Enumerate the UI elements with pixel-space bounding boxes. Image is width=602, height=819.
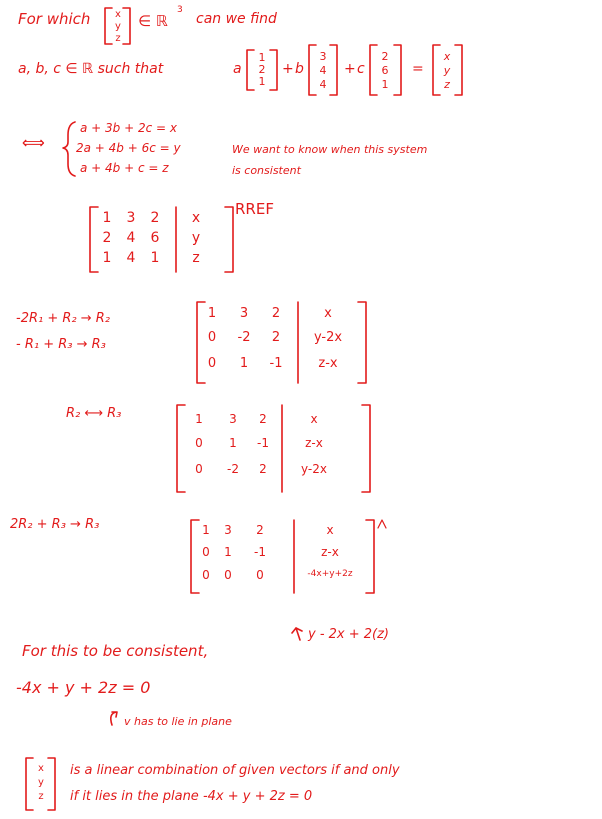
coef-a: a xyxy=(233,61,242,77)
arrow-note: y - 2x + 2(z) xyxy=(308,627,390,642)
scalars-line: a, b, c ∈ ℝ such that xyxy=(18,61,164,77)
row-swap: R₂ ⟷ R₃ xyxy=(66,406,122,421)
matrix-step-1: 1 3 2 x 0 -2 2 y-2x 0 1 -1 z-x xyxy=(207,306,343,371)
in-r: ∈ ℝ xyxy=(138,12,168,30)
equation-3: a + 4b + c = z xyxy=(80,161,169,175)
header-prefix: For which xyxy=(18,10,91,28)
row-op-3: 2R₂ + R₃ → R₃ xyxy=(10,517,100,532)
augmented-matrix: 1 3 2 x 2 4 6 y 1 4 1 z xyxy=(102,210,201,266)
note-line-2: is consistent xyxy=(232,164,301,177)
iff-symbol: ⟺ xyxy=(22,133,45,152)
plane-note: v has to lie in plane xyxy=(124,715,232,728)
note-line-1: We want to know when this system xyxy=(232,143,428,156)
bracket xyxy=(122,7,131,45)
equation-1: a + 3b + 2c = x xyxy=(80,121,177,135)
equation-2: 2a + 4b + 6c = y xyxy=(76,141,181,155)
plane-equation: -4x + y + 2z = 0 xyxy=(16,678,151,697)
conclusion-line-1: is a linear combination of given vectors… xyxy=(70,763,400,778)
rref-label: RREF xyxy=(235,200,274,218)
row-op-2: - R₁ + R₃ → R₃ xyxy=(16,337,106,352)
exponent: 3 xyxy=(177,5,183,15)
header-suffix: can we find xyxy=(196,11,277,27)
equals: = xyxy=(412,61,424,77)
row-op-1: -2R₁ + R₂ → R₂ xyxy=(16,311,111,326)
plus: + xyxy=(282,61,294,77)
conclusion-line-2: if it lies in the plane -4x + y + 2z = 0 xyxy=(70,789,313,804)
matrix-step-2: 1 3 2 x 0 1 -1 z-x 0 -2 2 y-2x xyxy=(195,412,327,476)
bracket xyxy=(104,7,113,45)
matrix-step-3: 1 3 2 x 0 1 -1 z-x 0 0 0 -4x+y+2z xyxy=(202,523,353,582)
coef-b: b xyxy=(295,61,304,77)
plus: + xyxy=(344,61,356,77)
consistency-line: For this to be consistent, xyxy=(22,642,209,660)
coef-c: c xyxy=(357,61,365,77)
